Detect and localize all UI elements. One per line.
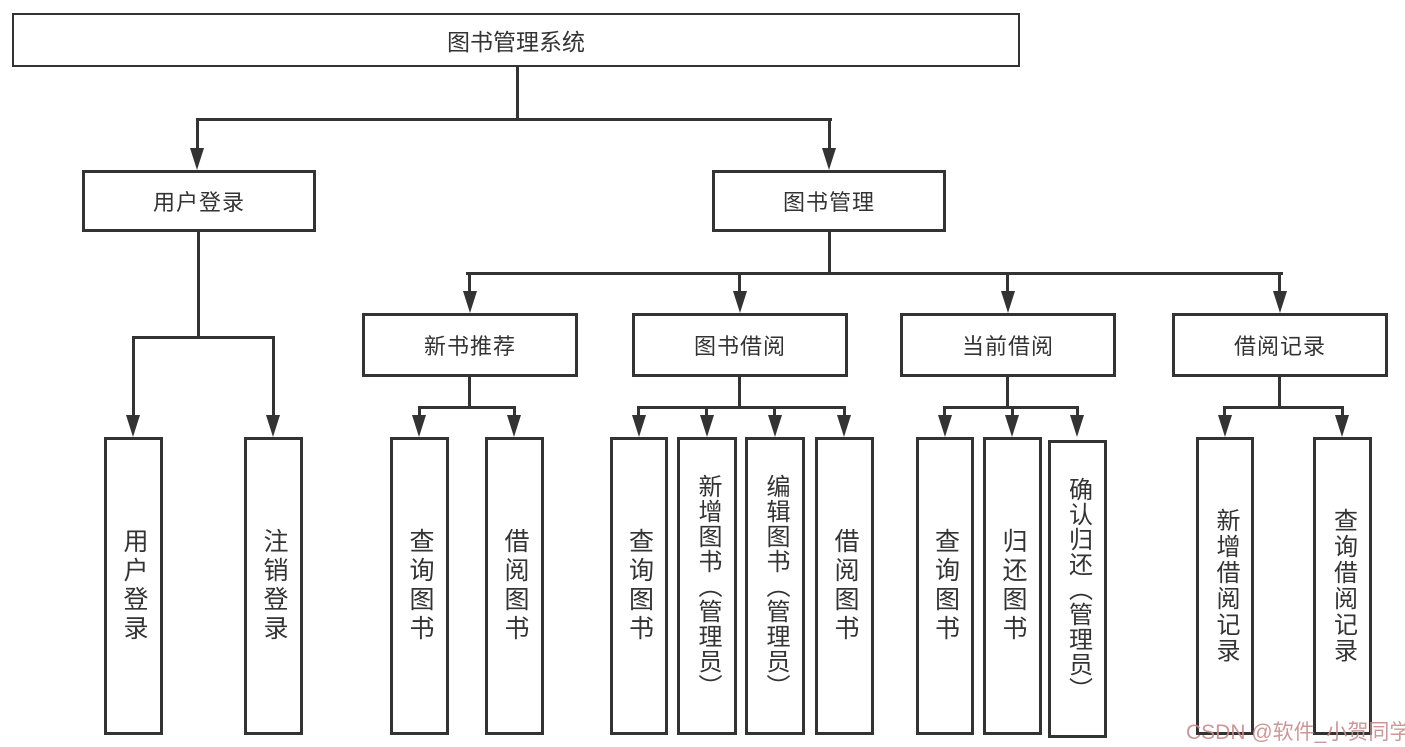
- node-bb-edit-label: 编辑图书（管理员）: [762, 473, 789, 699]
- node-bb-borrow-label: 借阅图书: [831, 528, 859, 644]
- arrowhead-user-login: [190, 148, 204, 170]
- node-borrow-records-label: 借阅记录: [1233, 334, 1326, 359]
- arrowhead-cb-query: [938, 415, 952, 437]
- connector-book-mgmt-stem: [828, 232, 831, 272]
- connector-drop-br-query: [1341, 406, 1344, 420]
- node-nb-borrow-leaf: 借阅图书: [485, 437, 544, 735]
- connector-drop-nb-borrow: [513, 406, 516, 420]
- connector-drop-nb-query: [418, 406, 421, 420]
- connector-root-stem: [516, 67, 519, 118]
- connector-drop-book-mgmt: [828, 118, 831, 154]
- connector-user-login-stem: [197, 232, 200, 336]
- connector-drop-bb-edit: [773, 406, 776, 420]
- node-cb-query-label: 查询图书: [931, 528, 960, 644]
- arrowhead-nb-borrow: [507, 415, 521, 437]
- node-cb-confirm-label: 确认归还（管理员）: [1064, 476, 1092, 702]
- arrowhead-cb-return: [1005, 415, 1019, 437]
- node-nb-borrow-label: 借阅图书: [501, 528, 529, 644]
- connector-drop-borrow-records: [1278, 272, 1281, 296]
- node-root-label: 图书管理系统: [447, 29, 585, 55]
- node-bb-add-leaf: 新增图书（管理员）: [677, 437, 737, 735]
- arrowhead-book-mgmt: [822, 148, 836, 170]
- node-user-login: 用户登录: [82, 170, 316, 232]
- connector-drop-current-borrow: [1006, 272, 1009, 296]
- connector-user-login-hbar: [132, 336, 274, 339]
- node-current-borrow-label: 当前借阅: [961, 334, 1054, 359]
- node-logout-leaf-label: 注销登录: [260, 528, 288, 644]
- node-book-borrow: 图书借阅: [632, 313, 848, 377]
- connector-drop-cb-return: [1011, 406, 1014, 420]
- connector-drop-br-add: [1223, 406, 1226, 420]
- node-login-leaf-label: 用户登录: [120, 528, 148, 644]
- connector-new-books-hbar: [418, 406, 516, 409]
- node-bb-query-leaf: 查询图书: [610, 437, 668, 735]
- node-root: 图书管理系统: [12, 13, 1020, 67]
- node-logout-leaf: 注销登录: [244, 437, 303, 735]
- node-user-login-label: 用户登录: [152, 190, 245, 215]
- node-borrow-records: 借阅记录: [1172, 313, 1388, 377]
- connector-book-mgmt-hbar: [466, 272, 1283, 275]
- node-new-books-label: 新书推荐: [423, 334, 516, 359]
- arrowhead-book-borrow: [733, 291, 747, 313]
- connector-drop-cb-query: [943, 406, 946, 420]
- node-bb-borrow-leaf: 借阅图书: [815, 437, 874, 735]
- connector-drop-logout: [272, 336, 275, 420]
- node-cb-return-label: 归还图书: [999, 528, 1027, 644]
- arrowhead-br-add: [1218, 415, 1232, 437]
- node-nb-query-label: 查询图书: [406, 528, 434, 644]
- node-current-borrow: 当前借阅: [900, 313, 1116, 377]
- arrowhead-current-borrow: [1001, 291, 1015, 313]
- connector-book-borrow-stem: [738, 377, 741, 406]
- connector-drop-book-borrow: [738, 272, 741, 296]
- arrowhead-logout: [266, 415, 280, 437]
- node-nb-query-leaf: 查询图书: [390, 437, 449, 735]
- node-br-add-leaf: 新增借阅记录: [1196, 437, 1254, 735]
- arrowhead-new-books: [463, 291, 477, 313]
- arrowhead-nb-query: [412, 415, 426, 437]
- node-book-borrow-label: 图书借阅: [693, 334, 786, 359]
- node-bb-query-label: 查询图书: [625, 528, 654, 644]
- connector-root-hbar: [196, 118, 832, 121]
- arrowhead-br-query: [1335, 415, 1349, 437]
- arrowhead-bb-borrow: [837, 415, 851, 437]
- node-bb-add-label: 新增图书（管理员）: [694, 473, 721, 699]
- arrowhead-login: [126, 415, 140, 437]
- arrowhead-bb-add: [700, 415, 714, 437]
- node-br-query-leaf: 查询借阅记录: [1313, 437, 1372, 735]
- csdn-watermark: CSDN @软件_小贺同学: [1186, 721, 1405, 744]
- node-br-query-label: 查询借阅记录: [1329, 508, 1357, 664]
- connector-drop-user-login: [196, 118, 199, 154]
- connector-drop-new-books: [468, 272, 471, 296]
- connector-drop-login: [132, 336, 135, 420]
- connector-borrow-records-hbar: [1223, 406, 1344, 409]
- arrowhead-bb-query: [632, 415, 646, 437]
- connector-drop-bb-borrow: [843, 406, 846, 420]
- node-cb-query-leaf: 查询图书: [916, 437, 974, 735]
- arrowhead-borrow-records: [1273, 291, 1287, 313]
- connector-new-books-stem: [468, 377, 471, 406]
- connector-drop-bb-add: [705, 406, 708, 420]
- connector-book-borrow-hbar: [637, 406, 846, 409]
- arrowhead-bb-edit: [768, 415, 782, 437]
- connector-drop-cb-confirm: [1076, 406, 1079, 420]
- node-cb-confirm-leaf: 确认归还（管理员）: [1048, 440, 1107, 738]
- connector-current-borrow-stem: [1006, 377, 1009, 406]
- node-bb-edit-leaf: 编辑图书（管理员）: [745, 437, 805, 735]
- node-book-mgmt-label: 图书管理: [782, 190, 875, 215]
- node-new-books: 新书推荐: [362, 313, 578, 377]
- arrowhead-cb-confirm: [1070, 415, 1084, 437]
- node-login-leaf: 用户登录: [104, 437, 163, 735]
- node-book-mgmt: 图书管理: [712, 170, 946, 232]
- node-cb-return-leaf: 归还图书: [983, 437, 1042, 735]
- connector-borrow-records-stem: [1278, 377, 1281, 406]
- node-br-add-label: 新增借阅记录: [1212, 508, 1239, 664]
- connector-drop-bb-query: [637, 406, 640, 420]
